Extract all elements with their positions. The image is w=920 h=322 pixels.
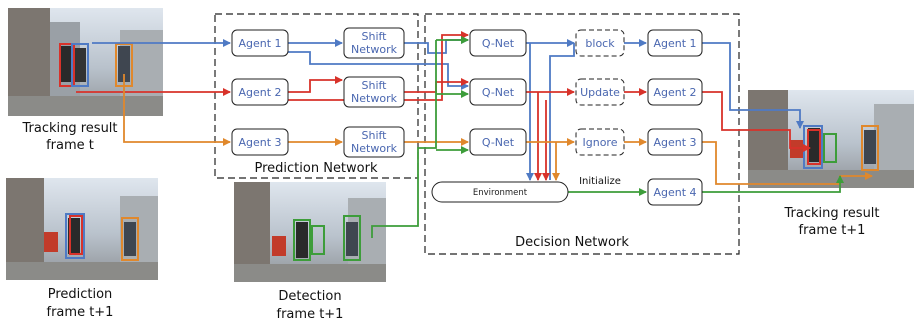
pred-agent-2: Agent 2 <box>231 78 289 106</box>
detection-frame-image <box>234 182 386 282</box>
shift-network-3: Shift Network <box>343 126 405 158</box>
environment-label: Environment <box>473 188 528 198</box>
caption-tracking-t1-line1: Tracking result <box>783 206 879 221</box>
shift-network-2: Shift Network <box>343 76 405 108</box>
output-agent-1-label: Agent 1 <box>653 37 696 50</box>
action-update: Update <box>575 78 625 106</box>
arrow-detection-input <box>371 40 437 238</box>
arrow-frame-to-agent3 <box>123 74 231 146</box>
output-agent-3: Agent 3 <box>647 128 703 156</box>
output-agent-1: Agent 1 <box>647 29 703 57</box>
decision-network-label: Decision Network <box>515 235 629 250</box>
shift-network-2-line2: Network <box>351 92 398 105</box>
caption-prediction-line2: frame t+1 <box>47 305 114 320</box>
output-agent-3-label: Agent 3 <box>653 136 696 149</box>
shift-network-1: Shift Network <box>343 27 405 59</box>
qnet-3: Q-Net <box>469 128 527 156</box>
qnet-2-label: Q-Net <box>482 86 515 99</box>
tracking-frame-t1-image <box>748 90 914 188</box>
prediction-network-label: Prediction Network <box>255 161 378 176</box>
arrow-block-to-env <box>549 43 575 180</box>
arrow-agent1-to-qnet2 <box>288 51 469 90</box>
action-update-label: Update <box>580 86 620 99</box>
arrow-agent1-to-output <box>702 42 804 129</box>
qnet-3-label: Q-Net <box>482 136 515 149</box>
pred-agent-3: Agent 3 <box>231 128 289 156</box>
shift-network-3-line1: Shift <box>361 129 387 142</box>
shift-network-2-line1: Shift <box>361 79 387 92</box>
connections <box>76 31 873 238</box>
pred-agent-1: Agent 1 <box>231 29 289 57</box>
initialize-label: Initialize <box>579 176 621 187</box>
arrow-agent4-to-output <box>702 175 844 193</box>
action-ignore: Ignore <box>575 128 625 156</box>
caption-tracking-t-line2: frame t <box>46 138 94 153</box>
decision-network-region <box>424 13 740 255</box>
pred-agent-2-label: Agent 2 <box>238 86 281 99</box>
qnet-1: Q-Net <box>469 29 527 57</box>
arrow-agent2-to-shift2 <box>288 76 343 93</box>
caption-detection-line2: frame t+1 <box>277 307 344 322</box>
prediction-frame-image <box>6 178 158 280</box>
shift-network-1-line1: Shift <box>361 30 387 43</box>
arrow-agent2-to-output <box>702 91 811 152</box>
output-agent-4-label: Agent 4 <box>653 186 696 199</box>
environment-node: Environment <box>431 181 569 203</box>
caption-tracking-t-line1: Tracking result <box>21 121 117 136</box>
tracking-frame-t-image <box>8 8 163 116</box>
caption-tracking-t1-line2: frame t+1 <box>799 223 866 238</box>
action-block-label: block <box>585 37 615 50</box>
caption-detection-line1: Detection <box>278 289 341 304</box>
arrow-agent3-to-output <box>702 141 873 185</box>
qnet-2: Q-Net <box>469 78 527 106</box>
prediction-network-region <box>214 13 419 179</box>
action-ignore-label: Ignore <box>583 136 618 149</box>
shift-network-1-line2: Network <box>351 43 398 56</box>
pred-agent-3-label: Agent 3 <box>238 136 281 149</box>
shift-network-3-line2: Network <box>351 142 398 155</box>
qnet-1-label: Q-Net <box>482 37 515 50</box>
output-agent-2-label: Agent 2 <box>653 86 696 99</box>
pred-agent-1-label: Agent 1 <box>238 37 281 50</box>
output-agent-2: Agent 2 <box>647 78 703 106</box>
output-agent-4: Agent 4 <box>647 178 703 206</box>
caption-prediction-line1: Prediction <box>48 287 113 302</box>
action-block: block <box>575 29 625 57</box>
